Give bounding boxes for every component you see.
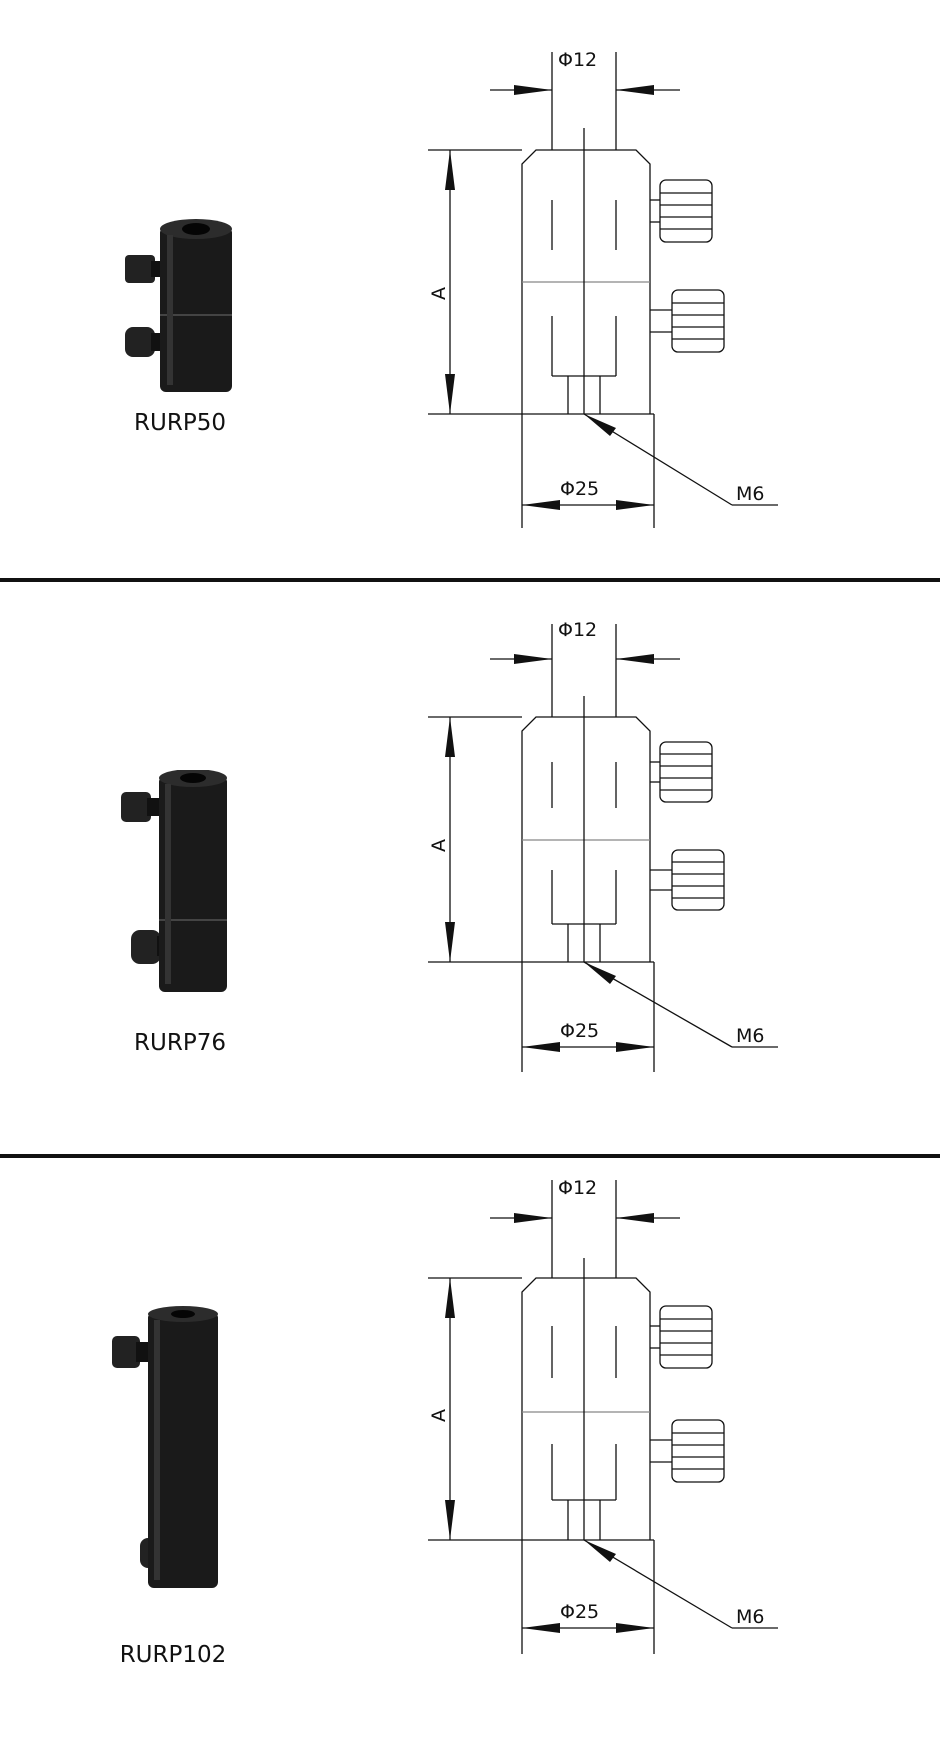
section-divider — [0, 578, 940, 582]
thread-label: M6 — [736, 483, 764, 505]
model-label: RURP102 — [119, 1642, 227, 1668]
product-photo-rurp102 — [112, 1306, 218, 1588]
section-divider — [0, 1154, 940, 1158]
product-photo-rurp50 — [125, 219, 232, 392]
product-section-rurp76: RURP76 — [0, 582, 940, 1154]
base-diameter-label: Φ25 — [560, 1020, 599, 1042]
top-diameter-label: Φ12 — [558, 1177, 597, 1199]
base-diameter-label: Φ25 — [560, 1601, 599, 1623]
height-label: A — [428, 839, 450, 852]
height-label: A — [428, 287, 450, 300]
dimension-drawing-rurp50: Φ12 Φ25 M6 A — [428, 49, 778, 528]
model-label: RURP76 — [134, 1030, 226, 1056]
product-section-rurp50: RURP50 — [0, 0, 940, 578]
product-section-rurp102: RURP102 — [0, 1158, 940, 1742]
product-photo-rurp76 — [121, 770, 227, 992]
model-label: RURP50 — [134, 410, 226, 436]
top-diameter-label: Φ12 — [558, 49, 597, 71]
thread-label: M6 — [736, 1606, 764, 1628]
dimension-drawing-rurp102: Φ12 Φ25 M6 A — [428, 1177, 778, 1654]
top-diameter-label: Φ12 — [558, 619, 597, 641]
height-label: A — [428, 1409, 450, 1422]
base-diameter-label: Φ25 — [560, 478, 599, 500]
dimension-drawing-rurp76: Φ12 Φ25 M6 A — [428, 619, 778, 1072]
thread-label: M6 — [736, 1025, 764, 1047]
